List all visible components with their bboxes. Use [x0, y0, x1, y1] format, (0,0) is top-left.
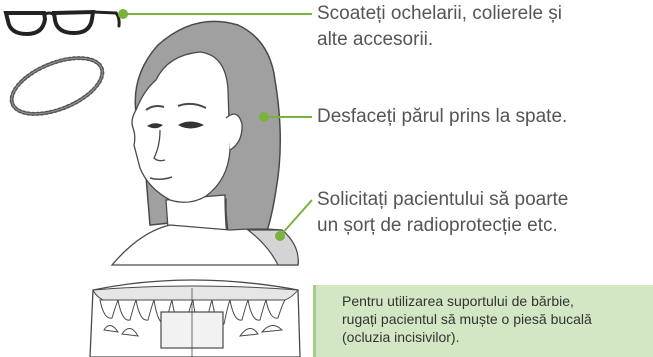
note-line2: rugați pacientul să muște o piesă bucală: [342, 311, 592, 327]
note-line3: (ocluzia incisivilor).: [342, 329, 460, 345]
instruction-apron-line1: Solicitați pacientului să poarte: [317, 189, 569, 210]
head-illustration: [110, 20, 299, 266]
leader-lines: [118, 9, 313, 241]
glasses-icon: [3, 9, 121, 37]
teeth-illustration: [89, 279, 301, 357]
instruction-accessories-line1: Scoateți ochelarii, colierele și: [317, 3, 563, 24]
instruction-apron-line2: un șorț de radioprotecție etc.: [317, 215, 558, 236]
note-line1: Pentru utilizarea suportului de bărbie,: [342, 293, 574, 309]
note-text: Pentru utilizarea suportului de bărbie, …: [342, 292, 592, 346]
necklace-icon: [9, 56, 105, 116]
instruction-hair: Desfaceți părul prins la spate.: [317, 106, 568, 127]
note-box: Pentru utilizarea suportului de bărbie, …: [313, 285, 653, 357]
instruction-accessories-line2: alte accesorii.: [317, 29, 434, 50]
